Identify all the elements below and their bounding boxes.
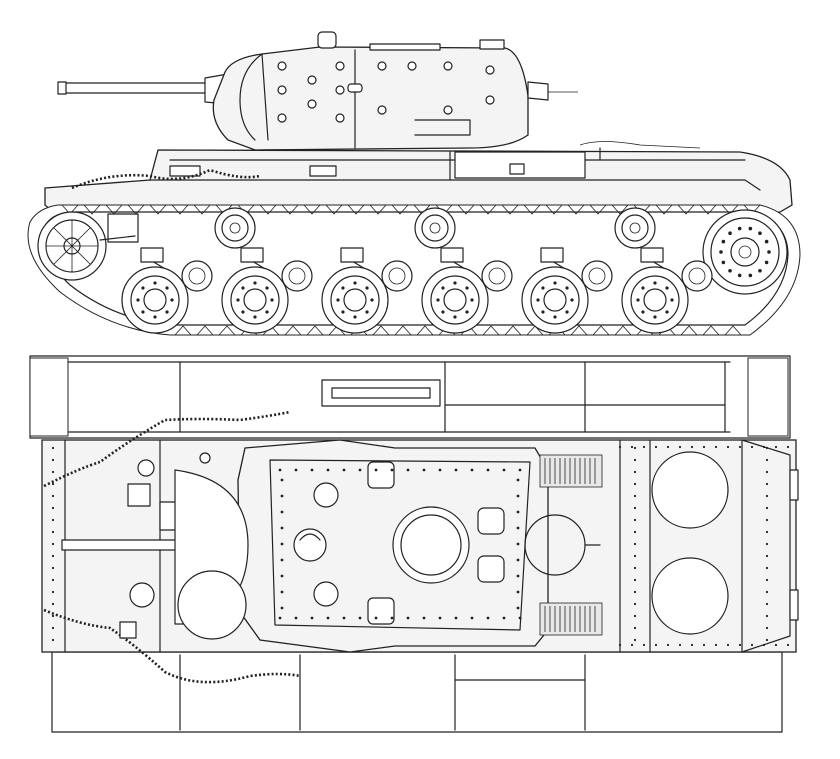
turret-bolt [443,105,453,115]
road-wheels [121,247,713,334]
turret-bolt [277,61,287,71]
road-wheel [121,266,189,334]
front-details [119,452,247,640]
turret-bolt [335,85,345,95]
road-wheel [421,266,489,334]
turret [212,31,578,163]
suspension-hub [481,260,513,292]
road-wheel [221,266,289,334]
turret-bolt [277,113,287,123]
suspension-hub [681,260,713,292]
bump-stop [140,247,164,263]
gun-barrel [57,73,229,105]
suspension-hub [581,260,613,292]
hull-rivets [51,445,790,647]
turret-bolt [377,61,387,71]
side-view [27,31,801,336]
turret-top-rivets [278,468,522,620]
road-wheel [521,266,589,334]
road-wheel [321,266,389,334]
turret-bolt [307,99,317,109]
top-left-track [29,355,791,439]
bump-stop [340,247,364,263]
tow-cable-upper [43,410,291,488]
top-view [29,355,799,733]
hull-side [44,141,793,219]
turret-bolt [277,85,287,95]
turret-bolt [335,113,345,123]
turret-bolt [307,75,317,85]
return-roller [214,207,256,249]
idler-wheel [37,211,107,281]
return-roller [614,207,656,249]
turret-bolt [485,95,495,105]
turret-bolt [485,65,495,75]
turret-bolt [377,105,387,115]
bump-stop [240,247,264,263]
sprocket-bolts [719,226,771,278]
bump-stop [540,247,564,263]
turret-top [237,439,549,653]
suspension-hub [281,260,313,292]
bump-stop [640,247,664,263]
return-roller [414,207,456,249]
track-tensioner [99,213,139,243]
top-right-track [51,651,783,733]
suspension-hub [381,260,413,292]
deck-grille-lines [544,458,596,632]
road-wheel [621,266,689,334]
engine-deck [524,451,729,636]
turret-bolts [277,61,495,123]
bump-stop [440,247,464,263]
suspension-hub [181,260,213,292]
turret-bolt [407,61,417,71]
drive-sprocket [702,209,788,295]
tow-cable-lower [43,608,301,684]
turret-bolt [443,61,453,71]
fender-chain [71,168,261,190]
turret-bolt [335,61,345,71]
return-rollers [214,207,656,249]
